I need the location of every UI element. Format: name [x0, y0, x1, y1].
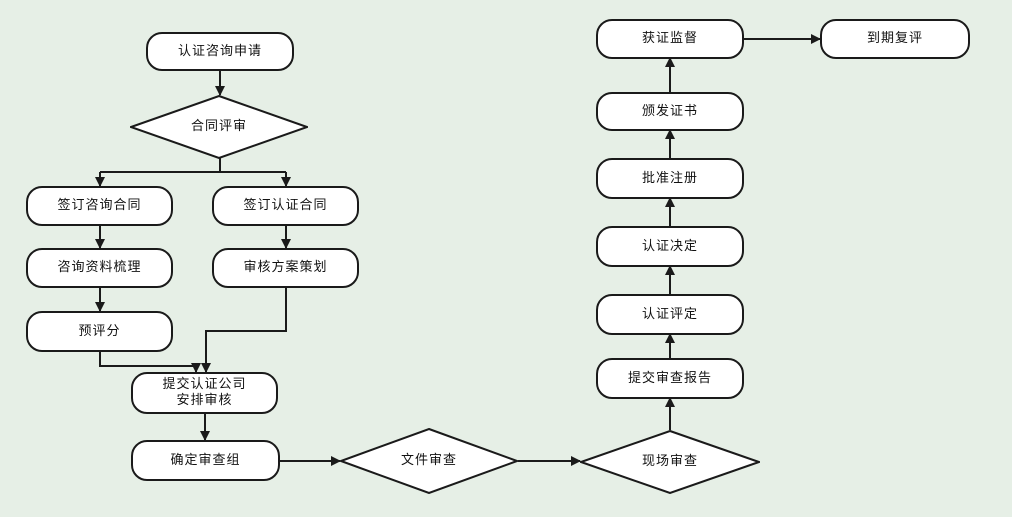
contract-review-label: 合同评审 — [190, 119, 247, 134]
node-submit-report: 提交审查报告 — [596, 358, 744, 399]
doc-review-label: 文件审查 — [400, 453, 457, 468]
edge-pre-score-to-submit — [99, 351, 201, 373]
node-cert-eval: 认证评定 — [596, 294, 744, 335]
node-site-review: 现场审查 — [580, 430, 760, 494]
node-supervise: 获证监督 — [596, 19, 744, 59]
node-doc-sort: 咨询资料梳理 — [26, 248, 173, 288]
node-contract-review: 合同评审 — [130, 95, 308, 159]
node-audit-team: 确定审查组 — [131, 440, 280, 481]
submit-line-1: 提交认证公司 — [162, 377, 247, 392]
node-issue-cert: 颁发证书 — [596, 92, 744, 131]
node-consult-apply: 认证咨询申请 — [146, 32, 294, 71]
edge-audit-plan-to-submit — [201, 288, 287, 373]
node-renewal: 到期复评 — [820, 19, 970, 59]
submit-line-2: 安排审核 — [176, 393, 233, 408]
node-sign-consult: 签订咨询合同 — [26, 186, 173, 226]
node-pre-score: 预评分 — [26, 311, 173, 352]
node-cert-decide: 认证决定 — [596, 226, 744, 267]
node-doc-review: 文件审查 — [340, 428, 518, 494]
node-sign-cert: 签订认证合同 — [212, 186, 359, 226]
node-approve-reg: 批准注册 — [596, 158, 744, 199]
node-submit-cert-company: 提交认证公司 安排审核 — [131, 372, 278, 414]
node-audit-plan: 审核方案策划 — [212, 248, 359, 288]
site-review-label: 现场审查 — [641, 454, 698, 469]
